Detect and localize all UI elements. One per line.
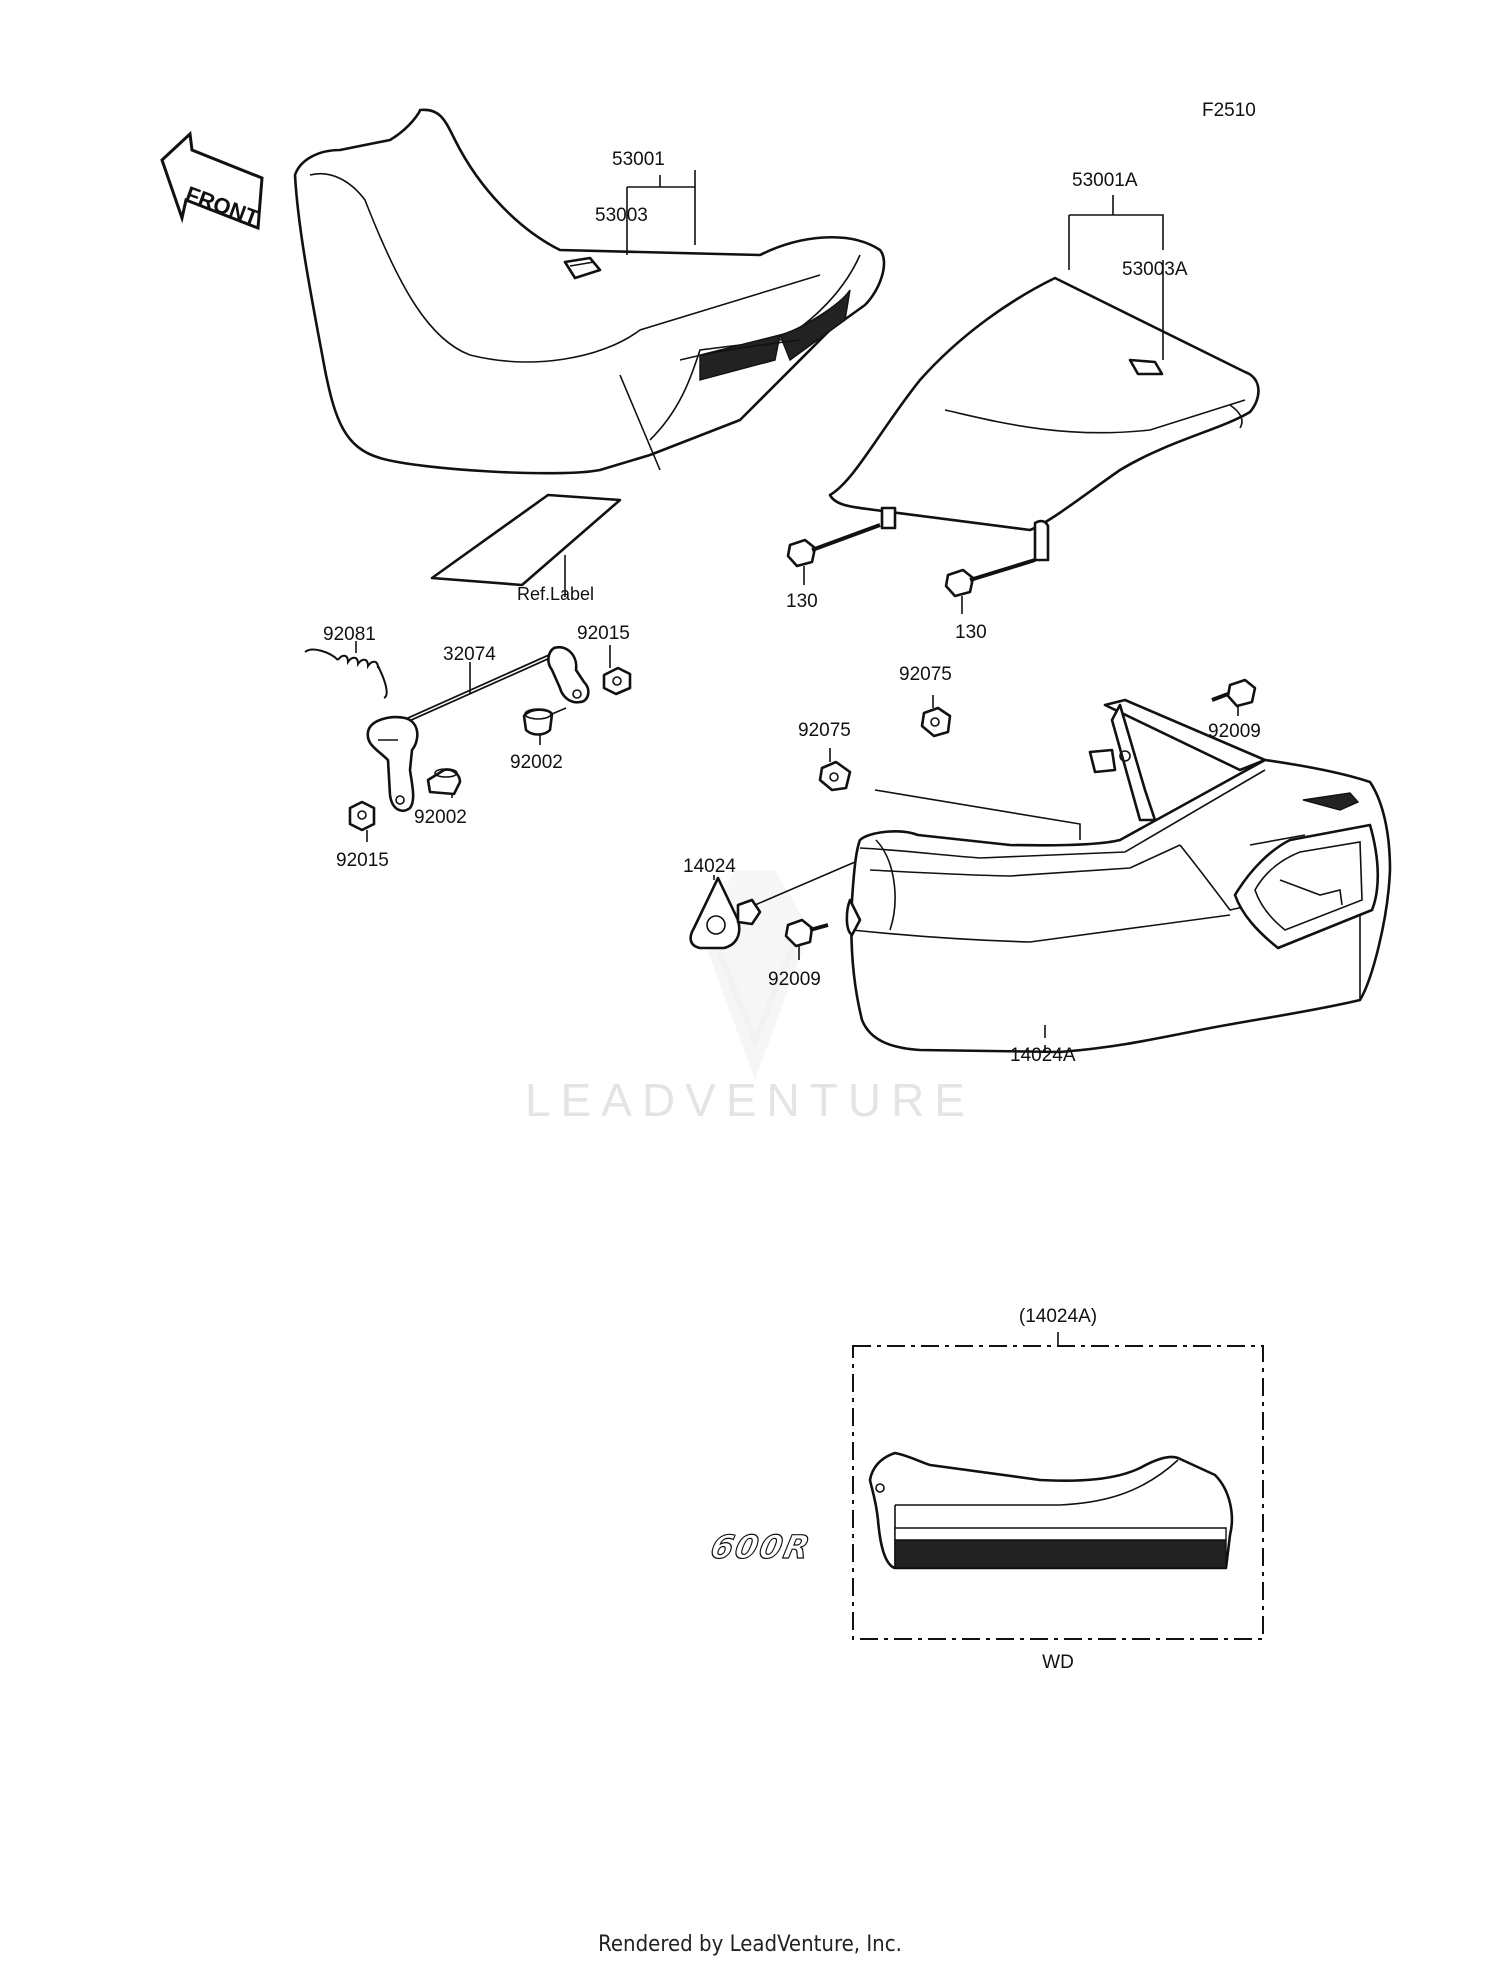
seat-rear-leader	[1068, 214, 1164, 360]
rod-icon	[366, 645, 590, 812]
callout-92015-top: 92015	[577, 623, 630, 644]
nut-top-icon	[602, 666, 632, 696]
spring-icon	[304, 648, 388, 699]
watermark-text: LEADVENTURE	[525, 1074, 975, 1126]
tail-cover	[845, 698, 1392, 1054]
seat-front-leader	[626, 170, 696, 255]
footer-credit: Rendered by LeadVenture, Inc.	[598, 1932, 902, 1957]
inset-variant: WD	[1042, 1652, 1074, 1673]
damper-top-icon	[522, 707, 567, 736]
callout-130-right: 130	[955, 622, 987, 643]
callout-92002-bottom: 92002	[414, 807, 467, 828]
callout-ref-label: Ref.Label	[517, 584, 594, 604]
callout-53001A: 53001A	[1072, 170, 1138, 191]
ref-label-sheet	[430, 493, 622, 587]
bolt-low-icon	[784, 918, 829, 948]
bolt-130-right-icon	[944, 558, 1036, 598]
inset-box: (14024A) WD 600R	[707, 1306, 1264, 1673]
callout-92081: 92081	[323, 624, 376, 645]
callout-32074: 32074	[443, 644, 496, 665]
bracket-icon	[689, 861, 856, 950]
damper-bottom-icon	[426, 768, 462, 796]
callout-92075-left: 92075	[798, 720, 851, 741]
inset-logo: 600R	[707, 1528, 814, 1566]
callout-53001: 53001	[612, 149, 665, 170]
figure-code: F2510	[1202, 100, 1256, 121]
front-arrow-icon: FRONT	[160, 130, 264, 231]
callout-53003: 53003	[595, 205, 648, 226]
inset-ref: (14024A)	[1019, 1306, 1097, 1327]
callout-92009-top: 92009	[1208, 721, 1261, 742]
seat-rear	[828, 276, 1260, 562]
callout-130-left: 130	[786, 591, 818, 612]
inset-cover: 600R	[707, 1451, 1234, 1570]
callout-92009-low: 92009	[768, 969, 821, 990]
bolt-130-left-icon	[786, 523, 881, 568]
clip-right-icon	[920, 706, 952, 738]
seat-front	[293, 108, 886, 475]
callout-14024: 14024	[683, 856, 736, 877]
callout-92015-bottom: 92015	[336, 850, 389, 871]
callout-92075-right: 92075	[899, 664, 952, 685]
callout-53003A: 53003A	[1122, 259, 1188, 280]
clip-left-icon	[818, 760, 852, 792]
bolt-top-icon	[1211, 678, 1257, 708]
callout-92002-top: 92002	[510, 752, 563, 773]
nut-bottom-icon	[348, 800, 376, 832]
callout-14024A: 14024A	[1010, 1045, 1076, 1066]
